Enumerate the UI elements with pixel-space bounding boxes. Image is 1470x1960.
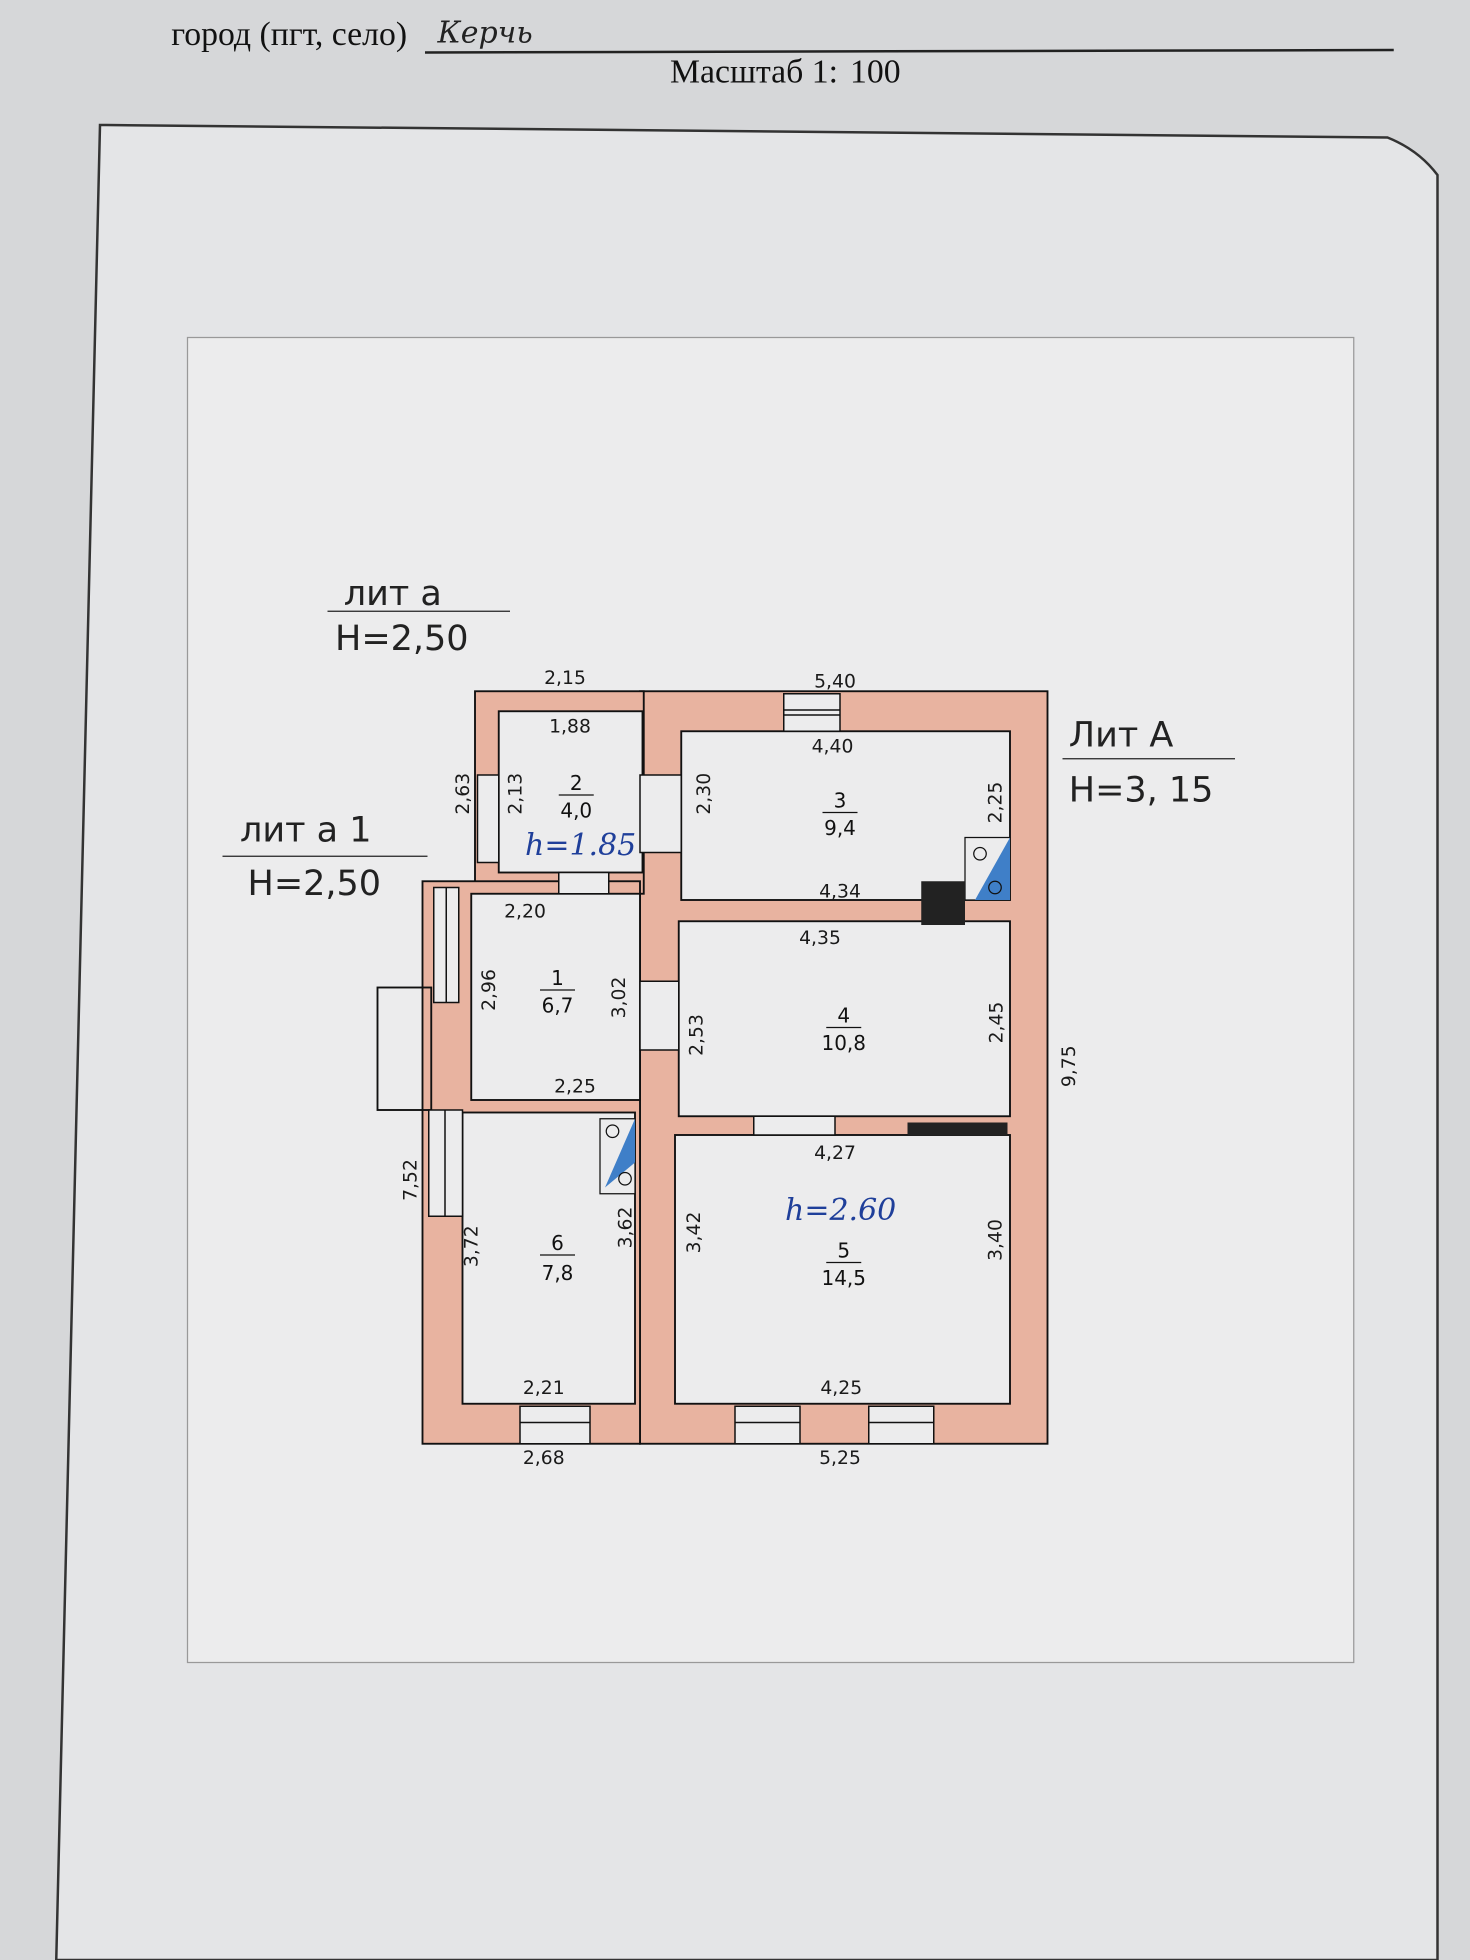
svg-text:2,30: 2,30: [694, 773, 715, 815]
room-label-5: 514,5: [821, 1239, 866, 1291]
scale-label: Масштаб 1:: [670, 54, 838, 91]
literal-a: лит а Н=2,50: [327, 574, 510, 659]
svg-text:6: 6: [551, 1231, 564, 1255]
svg-text:2,45: 2,45: [987, 1002, 1008, 1044]
scale-value: 100: [850, 54, 901, 91]
svg-text:Н=2,50: Н=2,50: [248, 864, 382, 904]
svg-text:5,25: 5,25: [819, 1448, 861, 1469]
ceiling-height-room-2: h=1.85: [525, 828, 636, 863]
svg-text:3: 3: [834, 789, 847, 813]
svg-text:4,35: 4,35: [799, 928, 841, 949]
room-3: [680, 730, 1011, 901]
svg-text:5,40: 5,40: [814, 672, 856, 693]
openings: [428, 693, 935, 1445]
svg-text:Лит А: Лит А: [1069, 715, 1174, 755]
svg-text:1: 1: [551, 966, 564, 990]
svg-text:2,68: 2,68: [523, 1448, 565, 1469]
svg-text:лит а 1: лит а 1: [240, 810, 371, 850]
svg-text:14,5: 14,5: [821, 1266, 866, 1290]
literal-A: Лит А Н=3, 15: [1062, 715, 1235, 810]
svg-text:2,53: 2,53: [687, 1014, 708, 1056]
svg-text:9,4: 9,4: [824, 816, 856, 840]
svg-text:лит а: лит а: [344, 574, 442, 614]
svg-text:2,25: 2,25: [554, 1077, 596, 1098]
svg-text:2,63: 2,63: [453, 773, 474, 815]
svg-text:6,7: 6,7: [542, 994, 574, 1018]
svg-text:2: 2: [570, 771, 583, 795]
room-label-2: 24,0: [558, 771, 594, 823]
svg-text:2,13: 2,13: [505, 773, 526, 815]
svg-text:2,96: 2,96: [479, 969, 500, 1011]
svg-text:10,8: 10,8: [821, 1031, 866, 1055]
svg-text:4,25: 4,25: [820, 1378, 862, 1399]
city-label: город (пгт, село): [171, 16, 407, 53]
svg-text:Н=3, 15: Н=3, 15: [1069, 770, 1214, 810]
svg-text:1,88: 1,88: [549, 717, 591, 738]
svg-text:3,02: 3,02: [609, 977, 630, 1019]
svg-text:3,62: 3,62: [615, 1207, 636, 1249]
svg-text:3,72: 3,72: [462, 1225, 483, 1267]
room-label-1: 16,7: [540, 966, 575, 1018]
svg-text:4: 4: [837, 1004, 850, 1028]
svg-text:3,42: 3,42: [684, 1212, 705, 1254]
svg-text:2,15: 2,15: [544, 668, 586, 689]
room-2: [497, 710, 644, 874]
city-value: Керчь: [437, 16, 533, 51]
svg-text:4,27: 4,27: [814, 1143, 856, 1164]
porch: [376, 986, 433, 1111]
svg-text:2,20: 2,20: [504, 902, 546, 923]
svg-text:9,75: 9,75: [1059, 1045, 1080, 1087]
svg-text:4,0: 4,0: [560, 799, 592, 823]
stove-icon: [907, 836, 1011, 1135]
svg-text:4,34: 4,34: [819, 882, 861, 903]
svg-text:7,8: 7,8: [542, 1261, 574, 1285]
svg-text:2,25: 2,25: [985, 782, 1006, 824]
svg-text:Н=2,50: Н=2,50: [335, 619, 469, 659]
dimension-labels: 2,15 5,40 1,88 4,40 2,63 2,13 2,30 2,25 …: [400, 668, 1080, 1469]
ceiling-height-room-5: h=2.60: [785, 1193, 896, 1228]
svg-text:5: 5: [837, 1239, 850, 1263]
room-5: [674, 1134, 1011, 1405]
room-label-3: 39,4: [822, 789, 858, 840]
stove-icon: [599, 1118, 636, 1195]
svg-text:7,52: 7,52: [400, 1159, 421, 1201]
svg-text:4,40: 4,40: [812, 737, 854, 758]
room-1: [470, 892, 641, 1101]
room-label-6: 67,8: [540, 1231, 575, 1285]
literal-a1: лит а 1 Н=2,50: [222, 810, 428, 904]
svg-text:3,40: 3,40: [985, 1219, 1006, 1261]
svg-text:2,21: 2,21: [523, 1378, 565, 1399]
room-4: [677, 920, 1011, 1118]
room-label-4: 410,8: [821, 1004, 866, 1056]
